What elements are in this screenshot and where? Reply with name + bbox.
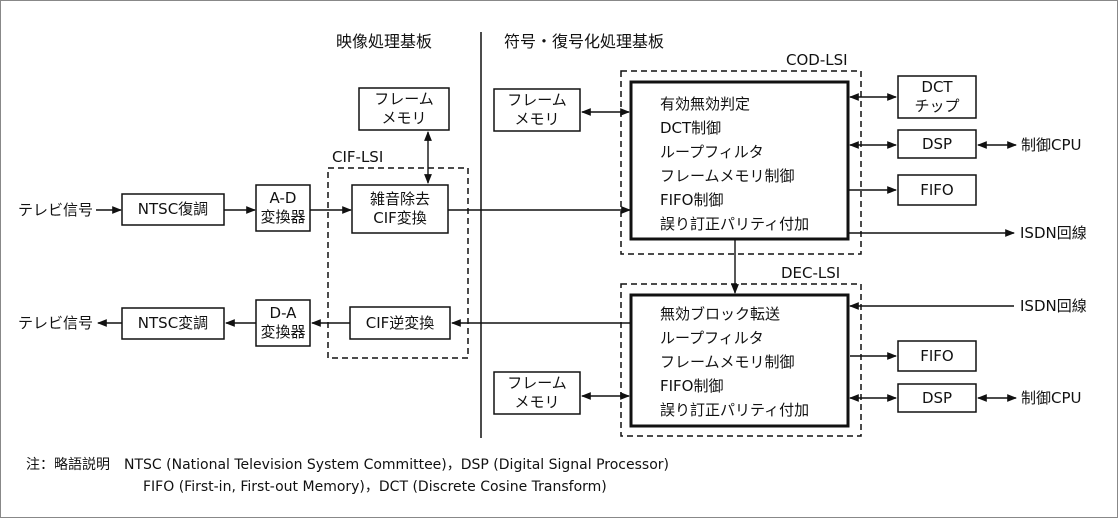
- frame-mem-cod-text: フレームメモリ: [507, 91, 567, 128]
- cod-function-item: FIFO制御: [660, 191, 724, 209]
- dec-function-item: フレームメモリ制御: [660, 353, 795, 371]
- abbreviation-note-line1: 注：略語説明 NTSC (National Television System …: [26, 457, 669, 473]
- cod-lsi-block: [629, 80, 850, 241]
- fifo-top-text: FIFO: [920, 180, 954, 199]
- cod-lsi-boundary: [620, 70, 862, 255]
- codec-board-title: 符号・復号化処理基板: [504, 32, 665, 51]
- dec-lsi-label: DEC-LSI: [781, 264, 841, 282]
- dct-chip-block: [897, 75, 977, 119]
- dec-function-item: FIFO制御: [660, 377, 724, 395]
- dec-function-item: 誤り訂正パリティ付加: [660, 401, 810, 419]
- frame-mem-video-block: [358, 87, 450, 131]
- cpu-top-label: 制御CPU: [1021, 136, 1082, 154]
- cod-function-item: 誤り訂正パリティ付加: [660, 215, 810, 233]
- tv-signal-in-label: テレビ信号: [18, 201, 94, 219]
- fifo-bottom-block: [897, 340, 977, 372]
- abbreviation-note-line2: FIFO (First-in, First-out Memory)，DCT (D…: [143, 479, 607, 495]
- cif-lsi-boundary: [327, 167, 469, 359]
- cod-function-item: フレームメモリ制御: [660, 167, 795, 185]
- cpu-bottom-label: 制御CPU: [1021, 389, 1082, 407]
- cod-function-item: 有効無効判定: [660, 95, 751, 113]
- frame-mem-video-text: フレームメモリ: [374, 90, 434, 127]
- frame-mem-dec-text: フレームメモリ: [507, 374, 567, 411]
- dsp-top-text: DSP: [921, 134, 953, 153]
- cod-lsi-label: COD-LSI: [786, 51, 848, 69]
- ntsc-demod-text: NTSC復調: [137, 200, 209, 218]
- dec-lsi-function-list: 無効ブロック転送 ループフィルタ フレームメモリ制御 FIFO制御 誤り訂正パリ…: [660, 302, 809, 422]
- dec-function-item: ループフィルタ: [660, 329, 764, 347]
- ad-block: [255, 184, 311, 232]
- cod-lsi-function-list: 有効無効判定 DCT制御 ループフィルタ フレームメモリ制御 FIFO制御 誤り…: [660, 92, 809, 236]
- cif-inv-block: [349, 306, 451, 340]
- frame-mem-cod-block: [493, 88, 581, 132]
- dec-lsi-boundary: [620, 283, 862, 437]
- cif-inv-text: CIF逆変換: [365, 313, 435, 332]
- dec-function-item: 無効ブロック転送: [660, 305, 781, 323]
- dsp-top-block: [897, 129, 977, 159]
- ntsc-demod-block: [121, 193, 225, 226]
- da-block: [255, 299, 311, 347]
- cif-lsi-label: CIF-LSI: [332, 148, 384, 166]
- dsp-bottom-text: DSP: [921, 388, 953, 407]
- noise-block: [351, 184, 449, 234]
- dec-lsi-block: [629, 293, 850, 428]
- fifo-top-block: [897, 174, 977, 206]
- cod-function-item: DCT制御: [660, 119, 722, 137]
- fifo-bottom-text: FIFO: [920, 346, 954, 365]
- ntsc-mod-text: NTSC変調: [137, 314, 209, 332]
- tv-signal-out-label: テレビ信号: [18, 314, 94, 332]
- cod-function-item: ループフィルタ: [660, 143, 764, 161]
- isdn-in-label: ISDN回線: [1020, 297, 1087, 315]
- dsp-bottom-block: [897, 383, 977, 413]
- frame-mem-dec-block: [493, 371, 581, 415]
- video-board-title: 映像処理基板: [336, 32, 433, 51]
- isdn-out-label: ISDN回線: [1020, 224, 1087, 242]
